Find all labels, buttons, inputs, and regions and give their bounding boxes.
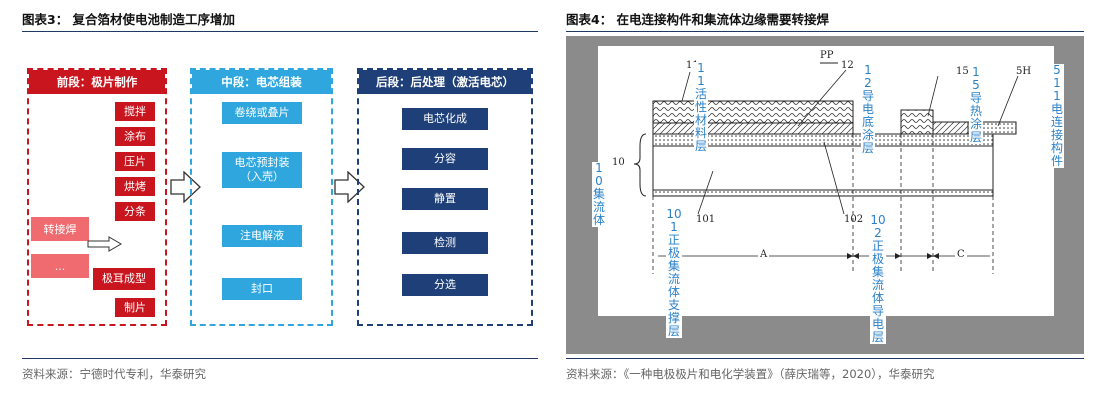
- step-pressing: 压片: [115, 152, 155, 171]
- active-material-layer: [652, 100, 854, 124]
- right-source-rule: [566, 358, 1084, 359]
- step-transfer-weld: 转接焊: [31, 217, 89, 241]
- left-source: 资料来源：宁德时代专利，华泰研究: [22, 367, 206, 381]
- step-ellipsis: ...: [31, 254, 89, 278]
- step-cell-pre-sealing: 电芯预封装 （入壳）: [222, 152, 302, 188]
- left-title-rule: [22, 31, 538, 32]
- label-pp: PP: [820, 50, 834, 61]
- stage-arrow-2: [334, 170, 366, 207]
- step-grading: 分容: [402, 148, 488, 170]
- right-title-rule: [566, 31, 1084, 32]
- patent-diagram-canvas: PP 11 12 15 5H 10 101 102 A B C: [598, 46, 1054, 316]
- annotation-support-layer: 101正极集流体支撑层: [666, 207, 682, 338]
- step-winding-stacking: 卷绕或叠片: [222, 102, 302, 124]
- annotation-current-collector: 10集流体: [592, 161, 606, 227]
- annotation-active-material: 11活性材料层: [694, 61, 708, 153]
- label-12: 12: [841, 60, 854, 71]
- annotation-thermal-coating: 15导热涂层: [969, 65, 983, 144]
- dim-a: A: [758, 249, 770, 260]
- label-10: 10: [612, 157, 625, 168]
- annotation-electric-connection: 511电连接构件: [1050, 63, 1064, 168]
- label-101: 101: [696, 214, 716, 225]
- step-testing: 检测: [402, 232, 488, 254]
- thermal-coating-layer: [900, 109, 934, 135]
- left-source-rule: [22, 358, 538, 359]
- label-102: 102: [844, 214, 864, 225]
- middle-stage-panel: 中段：电芯组装 卷绕或叠片 电芯预封装 （入壳） 注电解液 封口: [190, 68, 333, 326]
- label-15: 15: [956, 66, 969, 77]
- step-sealing: 封口: [222, 278, 302, 300]
- right-source: 资料来源：《一种电极极片和电化学装置》（薛庆瑞等，2020），华泰研究: [566, 367, 935, 381]
- dim-c: C: [955, 249, 967, 260]
- step-sheet-making: 制片: [115, 298, 155, 317]
- step-slitting: 分条: [115, 202, 155, 221]
- step-resting: 静置: [402, 188, 488, 210]
- step-sorting: 分选: [402, 274, 488, 296]
- transfer-weld-arrow: [87, 236, 123, 256]
- conductive-primer-layer: [652, 122, 854, 135]
- stage-arrow-1: [170, 170, 202, 207]
- step-baking: 烘烤: [115, 177, 155, 196]
- front-stage-panel: 前段：极片制作 搅拌 涂布 压片 烘烤 分条 转接焊 ... 极耳成型 制片: [27, 68, 167, 326]
- step-tab-forming: 极耳成型: [93, 268, 155, 290]
- thermal-coating-hatch: [932, 121, 969, 135]
- annotation-conductive-layer: 102正极集流体导电层: [870, 213, 886, 344]
- electrode-structure-drawing: [633, 62, 1019, 274]
- label-5h: 5H: [1016, 66, 1032, 77]
- middle-stage-header: 中段：电芯组装: [192, 70, 331, 94]
- step-formation: 电芯化成: [402, 108, 488, 130]
- step-electrolyte-injection: 注电解液: [222, 225, 302, 247]
- left-figure-title: 图表3： 复合箔材使电池制造工序增加: [22, 12, 236, 27]
- back-stage-panel: 后段：后处理（激活电芯） 电芯化成 分容 静置 检测 分选: [357, 68, 533, 326]
- back-stage-header: 后段：后处理（激活电芯）: [359, 70, 531, 94]
- label-11: 11: [686, 60, 699, 71]
- step-mixing: 搅拌: [115, 102, 155, 121]
- right-figure-title: 图表4： 在电连接构件和集流体边缘需要转接焊: [566, 12, 830, 27]
- step-coating: 涂布: [115, 127, 155, 146]
- patent-diagram-photo: PP 11 12 15 5H 10 101 102 A B C 11活性材料层 …: [566, 36, 1084, 354]
- front-stage-header: 前段：极片制作: [29, 70, 165, 94]
- annotation-conductive-primer: 12导电底涂层: [861, 63, 875, 155]
